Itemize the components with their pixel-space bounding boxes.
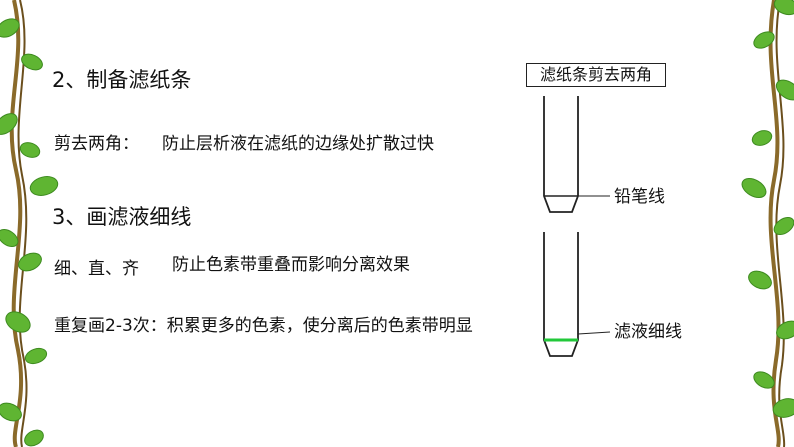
filter-strip-filtrate-diagram [543,232,611,357]
right-vine-decoration [741,0,794,447]
filtrate-line-pointer [577,331,611,335]
heading-prepare-filter-strip: 2、制备滤纸条 [52,68,192,92]
filter-strip-outline [543,232,579,357]
cut-corners-reason: 防止层析液在滤纸的边缘处扩散过快 [162,134,434,154]
pencil-line-label: 铅笔线 [614,187,665,207]
filter-strip-pencil-diagram [543,96,610,213]
repeat-drawing-note: 重复画2-3次：积累更多的色素，使分离后的色素带明显 [54,316,473,336]
requirement-reason: 防止色素带重叠而影响分离效果 [172,255,410,275]
heading-draw-filtrate-line: 3、画滤液细线 [52,205,192,229]
filter-strip-caption: 滤纸条剪去两角 [526,63,666,87]
cut-corners-label: 剪去两角： [54,134,139,154]
filter-strip-outline [543,96,579,213]
filtrate-line-label: 滤液细线 [614,322,682,342]
left-vine-decoration [0,0,59,447]
requirement-label: 细、直、齐 [54,259,139,279]
